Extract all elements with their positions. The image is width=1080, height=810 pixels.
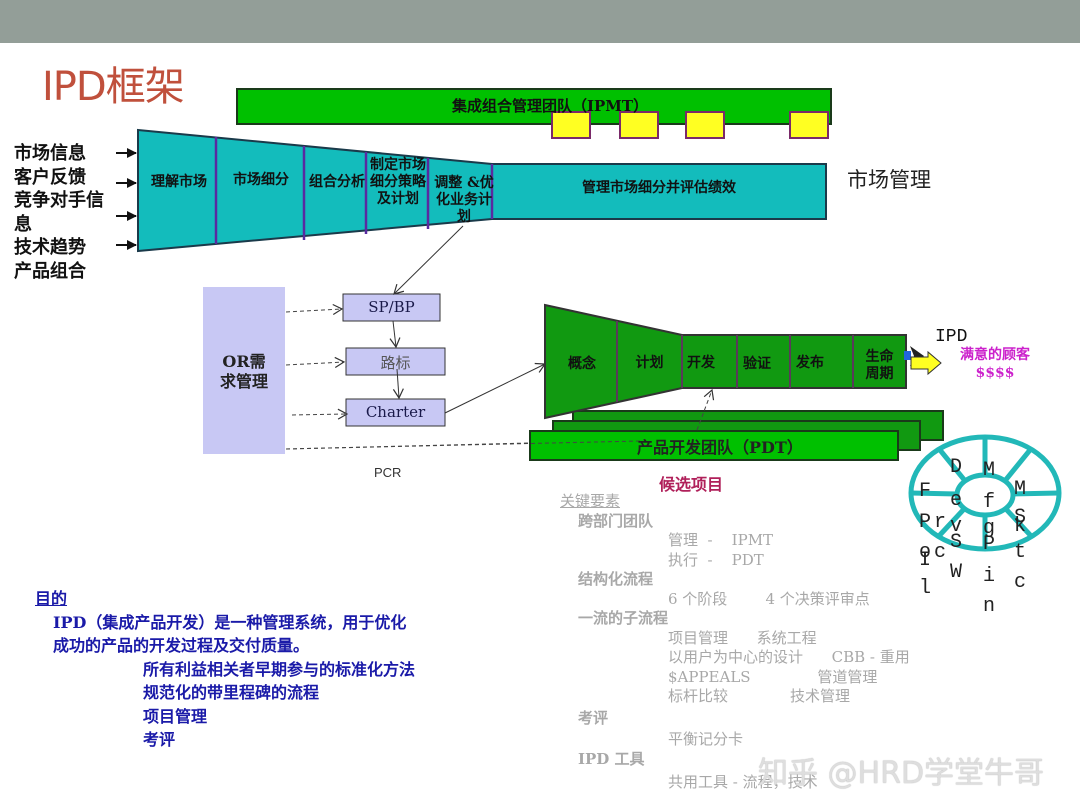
- key-group-line: 标杆比较 技术管理: [668, 687, 850, 705]
- purpose-bullet: 所有利益相关者早期参与的标准化方法: [143, 659, 416, 679]
- wheel-letter: k: [1013, 515, 1026, 538]
- key-group-title: 考评: [578, 708, 609, 727]
- market-bar-label: 管理市场细分并评估绩效: [582, 180, 736, 196]
- product-funnel-dividers: [616, 321, 854, 402]
- wheel-letter: c: [933, 541, 946, 564]
- key-group-title: 跨部门团队: [578, 511, 654, 530]
- market-stage-4: 制定市场 细分策略 及计划: [370, 157, 426, 207]
- product-stage-concept: 概念: [568, 356, 596, 372]
- key-group-title: 结构化流程: [578, 570, 654, 588]
- input-item: 客户反馈: [14, 166, 86, 188]
- key-group-line: 管理 - IPMT: [668, 531, 774, 549]
- wheel-letter: P: [918, 511, 931, 534]
- candidate-projects-label: 候选项目: [659, 475, 724, 494]
- key-group-line: 以用户为中心的设计 CBB - 重用: [668, 648, 910, 666]
- key-group-title: IPD 工具: [578, 749, 645, 768]
- purpose-bullet: 考评: [143, 730, 176, 749]
- pdt-label: 产品开发团队（PDT）: [637, 438, 803, 457]
- product-stage-develop: 开发: [687, 355, 715, 371]
- wheel-letter: M: [982, 459, 995, 482]
- ipmt-bar: [236, 88, 832, 125]
- key-group-line: 共用工具 - 流程，技术: [668, 773, 818, 791]
- market-management-label: 市场管理: [847, 168, 931, 192]
- wheel-letter: S: [1013, 506, 1026, 529]
- market-funnel-dividers: [214, 137, 494, 244]
- page-title: IPD框架: [42, 64, 185, 110]
- purpose-bullet: 项目管理: [143, 706, 208, 726]
- or-requirements-box: [203, 287, 285, 454]
- key-group-line: 项目管理 系统工程: [668, 628, 817, 647]
- watermark: 知乎 @HRD学堂牛哥: [758, 756, 1045, 791]
- key-group-title: 一流的子流程: [578, 609, 669, 627]
- or-requirements-label: OR需 求管理: [219, 352, 268, 391]
- wheel-letter: I: [918, 549, 931, 572]
- ipmt-label: 集成组合管理团队（IPMT）: [452, 97, 649, 115]
- key-group-line: 平衡记分卡: [668, 730, 744, 748]
- wheel-letter: F: [918, 480, 931, 503]
- roadmap-box[interactable]: 路标: [380, 354, 411, 372]
- input-arrows: [116, 148, 137, 250]
- wheel-letter: c: [1013, 571, 1026, 594]
- wheel-letter: t: [1013, 541, 1026, 564]
- ipd-output-label: IPD: [935, 327, 968, 347]
- input-item: 产品组合: [14, 260, 86, 282]
- pcr-label: PCR: [374, 465, 402, 480]
- input-item: 息: [14, 213, 32, 235]
- wheel-letter: g: [982, 517, 995, 540]
- wheel-letter: l: [918, 577, 931, 600]
- sp-bp-box[interactable]: SP/BP: [368, 298, 415, 316]
- product-stage-verify: 验证: [743, 356, 771, 372]
- input-item: 市场信息: [14, 143, 86, 164]
- purpose-bullet: 规范化的带里程碑的流程: [143, 683, 320, 702]
- input-item: 竞争对手信: [14, 190, 104, 211]
- wheel-letter: v: [949, 515, 962, 538]
- market-stage-2: 市场细分: [233, 172, 289, 188]
- product-stage-launch: 发布: [796, 355, 824, 371]
- key-group-line: 6 个阶段 4 个决策评审点: [668, 589, 870, 608]
- header-bar: [0, 0, 1080, 43]
- output-arrow-icon: [904, 346, 942, 376]
- wheel-diagram: [908, 434, 1062, 552]
- key-elements-section: 关键要素 跨部门团队 管理 - IPMT 执行 - PDT 结构化流程 6 个阶…: [560, 492, 910, 793]
- wheel-letter: D: [949, 456, 962, 479]
- wheel-letter: r: [933, 511, 946, 534]
- purpose-line: 成功的产品的开发过程及交付质量。: [53, 636, 310, 655]
- decision-point-boxes: [551, 111, 829, 139]
- purpose-line: IPD（集成产品开发）是一种管理系统，用于优化: [53, 612, 407, 632]
- wheel-letter: n: [982, 595, 995, 618]
- wheel-letter: f: [982, 491, 995, 514]
- market-stage-5: 调整 &优 化业务计 划: [434, 175, 494, 225]
- wheel-letter: W: [949, 561, 962, 584]
- purpose-section: 目的 IPD（集成产品开发）是一种管理系统，用于优化 成功的产品的开发过程及交付…: [35, 587, 415, 752]
- wheel-letter: S: [949, 531, 962, 554]
- wheel-letter: M: [1013, 478, 1026, 501]
- input-item: 技术趋势: [14, 237, 86, 258]
- market-stage-3: 组合分析: [309, 174, 365, 190]
- product-stage-lifecycle: 生命 周期: [865, 349, 894, 382]
- charter-box[interactable]: Charter: [365, 403, 426, 421]
- wheel-letter: o: [918, 541, 931, 564]
- satisfied-customer-label: 满意的顾客 $$$$: [960, 347, 1030, 381]
- purpose-heading: 目的: [35, 589, 68, 608]
- key-group-line: $APPEALS 管道管理: [668, 667, 878, 686]
- wheel-letter: i: [982, 565, 995, 588]
- pdt-bar-front: [529, 430, 899, 461]
- wheel-letter: P: [982, 533, 995, 556]
- product-stage-plan: 计划: [635, 355, 664, 371]
- market-inputs-list: 市场信息 客户反馈 竞争对手信 息 技术趋势 产品组合: [14, 142, 124, 283]
- market-stage-1: 理解市场: [151, 174, 207, 190]
- key-group-line: 执行 - PDT: [668, 550, 764, 569]
- key-elements-heading: 关键要素: [560, 492, 621, 510]
- wheel-letter: e: [949, 489, 962, 512]
